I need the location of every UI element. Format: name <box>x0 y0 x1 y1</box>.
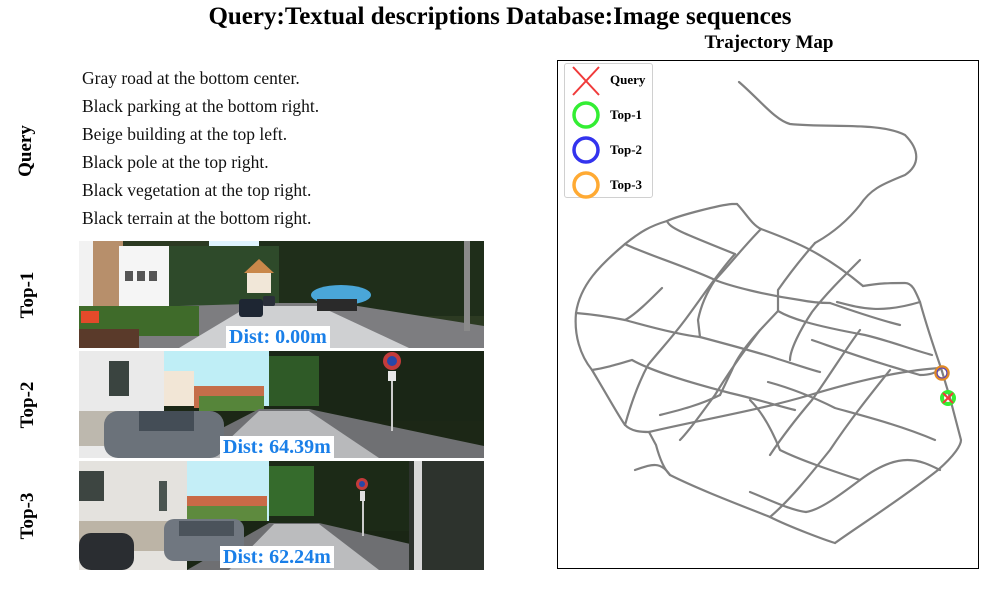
green-circle-icon <box>572 101 600 129</box>
query-line: Black vegetation at the top right. <box>82 180 312 200</box>
legend-label: Top-2 <box>610 142 643 157</box>
orange-circle-icon <box>572 171 600 199</box>
query-line: Black pole at the top right. <box>82 152 269 172</box>
result-image-top2 <box>79 351 484 458</box>
blue-circle-icon <box>572 136 600 164</box>
distance-label-top3: Dist: 62.24m <box>220 546 334 568</box>
query-line: Black terrain at the bottom right. <box>82 208 312 228</box>
distance-label-top1: Dist: 0.00m <box>226 326 330 348</box>
row-label-top1: Top-1 <box>17 271 38 319</box>
distance-label-top2: Dist: 64.39m <box>220 436 334 458</box>
row-label-top3: Top-3 <box>17 492 38 540</box>
x-cross-icon <box>572 66 600 96</box>
legend-item-top3: Top-3 <box>565 169 652 203</box>
legend-label: Top-1 <box>610 107 643 122</box>
legend-item-top1: Top-1 <box>565 99 652 133</box>
query-line: Beige building at the top left. <box>82 124 288 144</box>
result-image-top1 <box>79 241 484 348</box>
legend-item-top2: Top-2 <box>565 134 652 168</box>
row-label-query: Query <box>15 125 36 177</box>
legend-item-query: Query <box>565 64 652 98</box>
query-description-list: Gray road at the bottom center. Black pa… <box>82 64 319 232</box>
map-legend: Query Top-1 Top-2 Top-3 <box>564 63 653 199</box>
figure-title: Query:Textual descriptions Database:Imag… <box>208 3 792 30</box>
query-line: Gray road at the bottom center. <box>82 68 300 88</box>
legend-label: Query <box>610 72 646 87</box>
map-title: Trajectory Map <box>704 32 834 53</box>
result-image-top3 <box>79 461 484 570</box>
legend-label: Top-3 <box>610 177 643 192</box>
query-line: Black parking at the bottom right. <box>82 96 320 116</box>
row-label-top2: Top-2 <box>17 381 38 429</box>
